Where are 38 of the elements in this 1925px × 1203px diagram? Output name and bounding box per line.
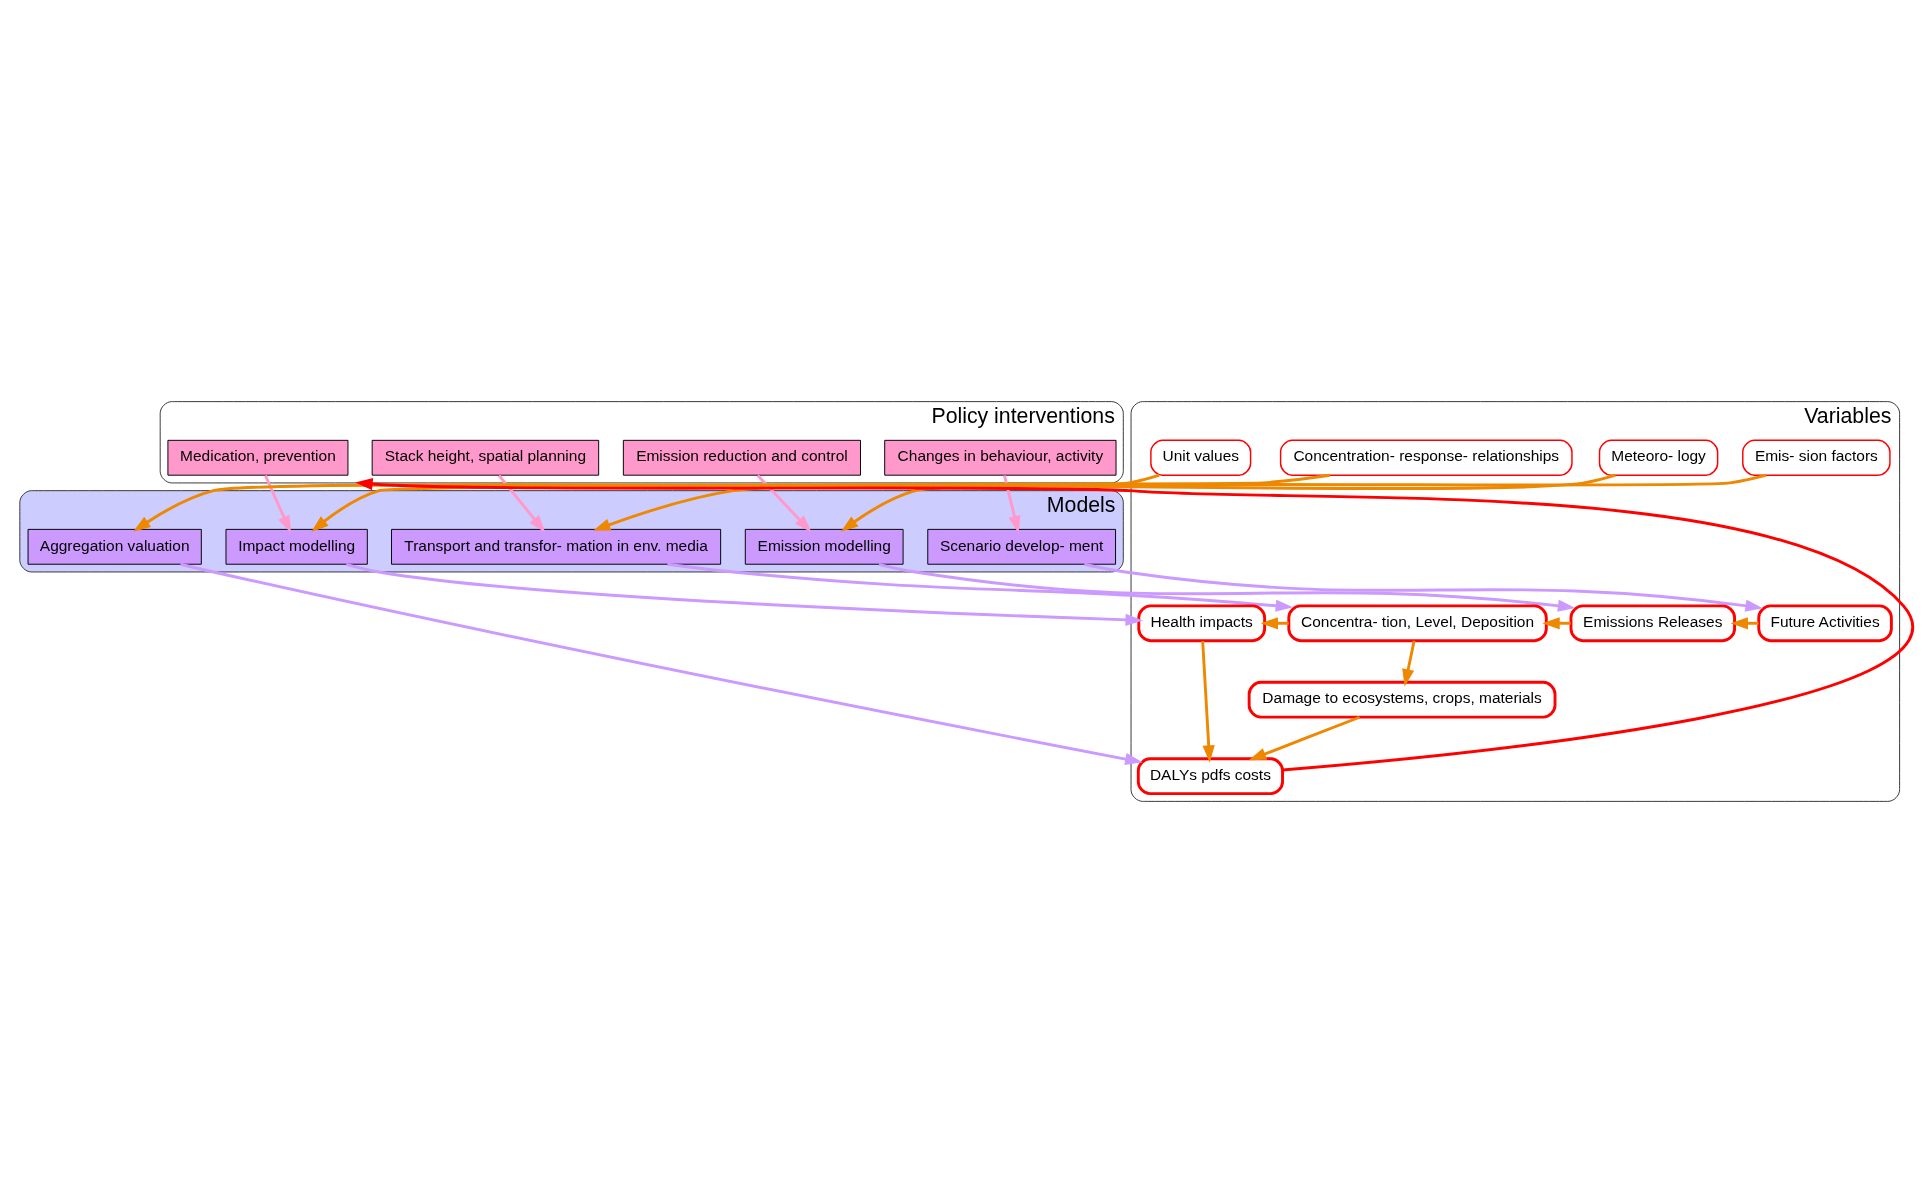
arrow xyxy=(355,478,1914,772)
node-box: Emissions Releases xyxy=(1569,604,1736,643)
arrow xyxy=(133,473,1160,532)
arrow xyxy=(264,474,291,534)
node-box: Concentra- tion, Level, Deposition xyxy=(1287,604,1548,643)
arrow xyxy=(1201,640,1215,763)
node-box: Unit values xyxy=(1150,439,1252,476)
node-box: DALYs pdfs costs xyxy=(1136,757,1284,796)
arrow xyxy=(593,473,1616,531)
arrow xyxy=(345,562,1143,626)
arrow xyxy=(311,473,1331,532)
arrow xyxy=(756,474,812,533)
node-box: Future Activities xyxy=(1757,604,1893,643)
node-box: Concentration- response- relationships xyxy=(1279,439,1573,476)
node-box: Meteoro- logy xyxy=(1598,439,1719,476)
node-box: Aggregation valuation xyxy=(27,528,202,565)
arrow xyxy=(1248,715,1361,761)
node-box: Scenario develop- ment xyxy=(927,528,1117,565)
node-box: Medication, prevention xyxy=(167,439,349,476)
arrow xyxy=(1260,617,1289,630)
arrow xyxy=(1402,640,1416,687)
arrow xyxy=(180,562,1143,766)
node-box: Impact modelling xyxy=(225,528,368,565)
arrow xyxy=(1084,562,1763,612)
node-box: Damage to ecosystems, crops, materials xyxy=(1247,680,1557,719)
node-box: Changes in behaviour, activity xyxy=(884,439,1117,476)
arrow xyxy=(878,562,1576,612)
arrow xyxy=(1542,617,1571,630)
node-box: Health impacts xyxy=(1137,604,1267,643)
node-box: Transport and transfor- mation in env. media xyxy=(391,528,722,565)
node-box: Stack height, spatial planning xyxy=(371,439,600,476)
arrow xyxy=(1003,475,1021,534)
node-box: Emission modelling xyxy=(744,528,904,565)
node-box: Emission reduction and control xyxy=(622,439,861,476)
arrow xyxy=(667,562,1294,612)
arrow xyxy=(497,474,546,533)
node-box: Emis- sion factors xyxy=(1742,439,1891,476)
arrow xyxy=(840,473,1767,532)
